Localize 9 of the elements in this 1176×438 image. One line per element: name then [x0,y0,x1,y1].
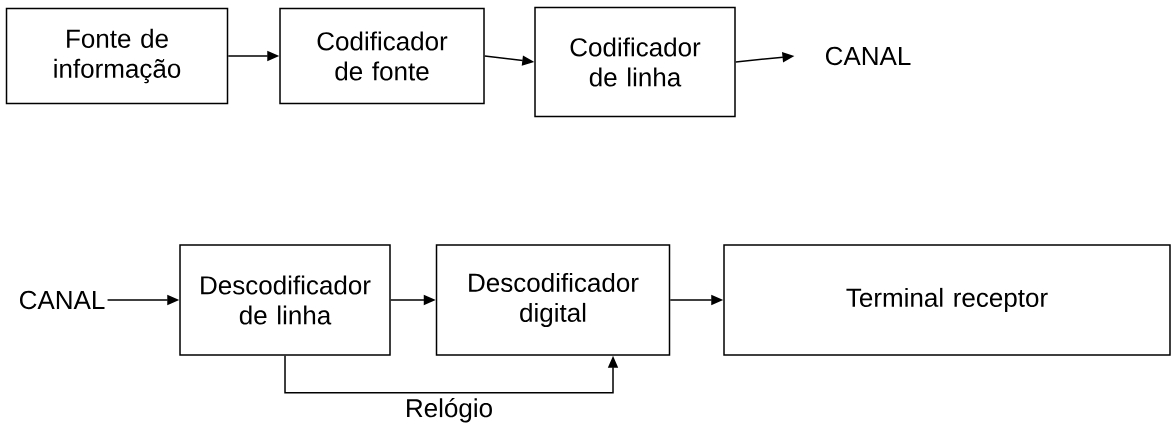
edge-label: Relógio [407,397,492,423]
channel-label: CANAL [825,46,911,66]
process-box: Descodificador de linha [179,244,391,356]
channel-label: CANAL [20,290,105,310]
process-box: Fonte de informação [5,7,229,105]
process-box: Terminal receptor [723,244,1171,356]
process-box: Codificador de fonte [279,7,485,105]
process-box: Codificador de linha [534,6,736,118]
process-box: Descodificador digital [435,244,671,356]
